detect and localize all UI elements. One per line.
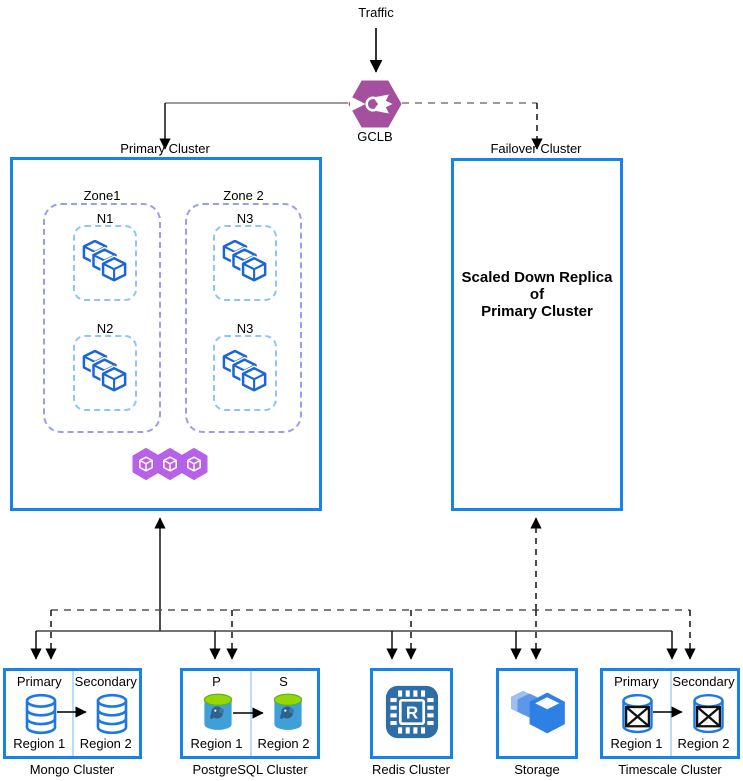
container-pods-icon: [82, 350, 128, 393]
mongo-region1-label: Region 1: [13, 736, 66, 751]
mongo-region2-label: Region 2: [79, 736, 132, 751]
gclb-load-balancer-icon: [348, 80, 402, 133]
timescale-primary-label: Primary: [614, 674, 659, 689]
redis-chip-icon: R: [385, 685, 439, 744]
storage-box: [496, 668, 578, 759]
primary-cluster-label: Primary Cluster: [120, 141, 210, 156]
postgres-secondary-label: S: [279, 674, 288, 689]
k8s-pod-hexagon-icon: [156, 448, 184, 480]
gclb-label: GCLB: [357, 129, 393, 144]
timescale-cluster-box: Primary Secondary Region 1 Region 2: [600, 668, 740, 759]
postgres-secondary-db-icon: [271, 692, 305, 738]
node-n1-label: N1: [96, 211, 114, 226]
container-pods-icon: [222, 240, 268, 283]
mongo-cluster-caption: Mongo Cluster: [29, 762, 115, 777]
zone-2-box: Zone 2: [185, 188, 302, 433]
timescale-region2-label: Region 2: [677, 736, 730, 751]
redis-cluster-caption: Redis Cluster: [371, 762, 451, 777]
timescale-region1-label: Region 1: [610, 736, 663, 751]
postgres-primary-db-icon: [201, 692, 235, 738]
node-n1-box: N1: [73, 211, 137, 301]
container-pods-icon: [82, 240, 128, 283]
failover-description: Scaled Down Replica of Primary Cluster: [454, 269, 620, 320]
redis-cluster-box: R: [370, 668, 453, 759]
postgres-primary-label: P: [212, 674, 221, 689]
zone-1-label: Zone1: [83, 188, 121, 203]
mongo-secondary-label: Secondary: [74, 674, 137, 689]
redis-letter: R: [406, 703, 418, 722]
failover-line-1: Scaled Down Replica: [461, 269, 613, 286]
mongo-primary-label: Primary: [16, 674, 62, 689]
zone-1-box: Zone1: [43, 188, 161, 433]
postgres-region1-label: Region 1: [190, 736, 243, 751]
storage-buckets-icon: [507, 687, 567, 744]
node-n3-top-label: N3: [236, 211, 254, 226]
node-n3-top-box: N3: [213, 211, 277, 301]
postgres-cluster-box: P S Region 1 Region 2: [180, 668, 320, 759]
region-divider: [72, 671, 74, 756]
failover-line-2: of: [529, 286, 545, 303]
region-divider: [670, 671, 672, 756]
mongo-primary-db-icon: [23, 693, 59, 740]
node-n3-bottom-label: N3: [236, 321, 254, 336]
node-n2-box: N2: [73, 321, 137, 411]
timescale-primary-db-icon: [619, 693, 656, 740]
failover-cluster-box: Scaled Down Replica of Primary Cluster: [451, 158, 623, 511]
mongo-cluster-box: Primary Secondary Region 1 Region 2: [3, 668, 142, 759]
primary-cluster-box: Zone1 N1 N2: [10, 157, 322, 511]
failover-cluster-label: Failover Cluster: [490, 141, 582, 156]
k8s-pods-icons: [132, 448, 208, 480]
mongo-secondary-db-icon: [94, 693, 130, 740]
traffic-label: Traffic: [358, 5, 394, 20]
storage-caption: Storage: [514, 762, 560, 777]
timescale-secondary-db-icon: [690, 693, 727, 740]
zone-2-label: Zone 2: [223, 188, 264, 203]
container-pods-icon: [222, 350, 268, 393]
failover-line-3: Primary Cluster: [481, 303, 593, 320]
node-n3-bottom-box: N3: [213, 321, 277, 411]
postgres-region2-label: Region 2: [257, 736, 310, 751]
postgres-cluster-caption: PostgreSQL Cluster: [192, 762, 308, 777]
node-n2-label: N2: [96, 321, 114, 336]
timescale-cluster-caption: Timescale Cluster: [618, 762, 722, 777]
timescale-secondary-label: Secondary: [672, 674, 735, 689]
k8s-pod-hexagon-icon: [180, 448, 208, 480]
